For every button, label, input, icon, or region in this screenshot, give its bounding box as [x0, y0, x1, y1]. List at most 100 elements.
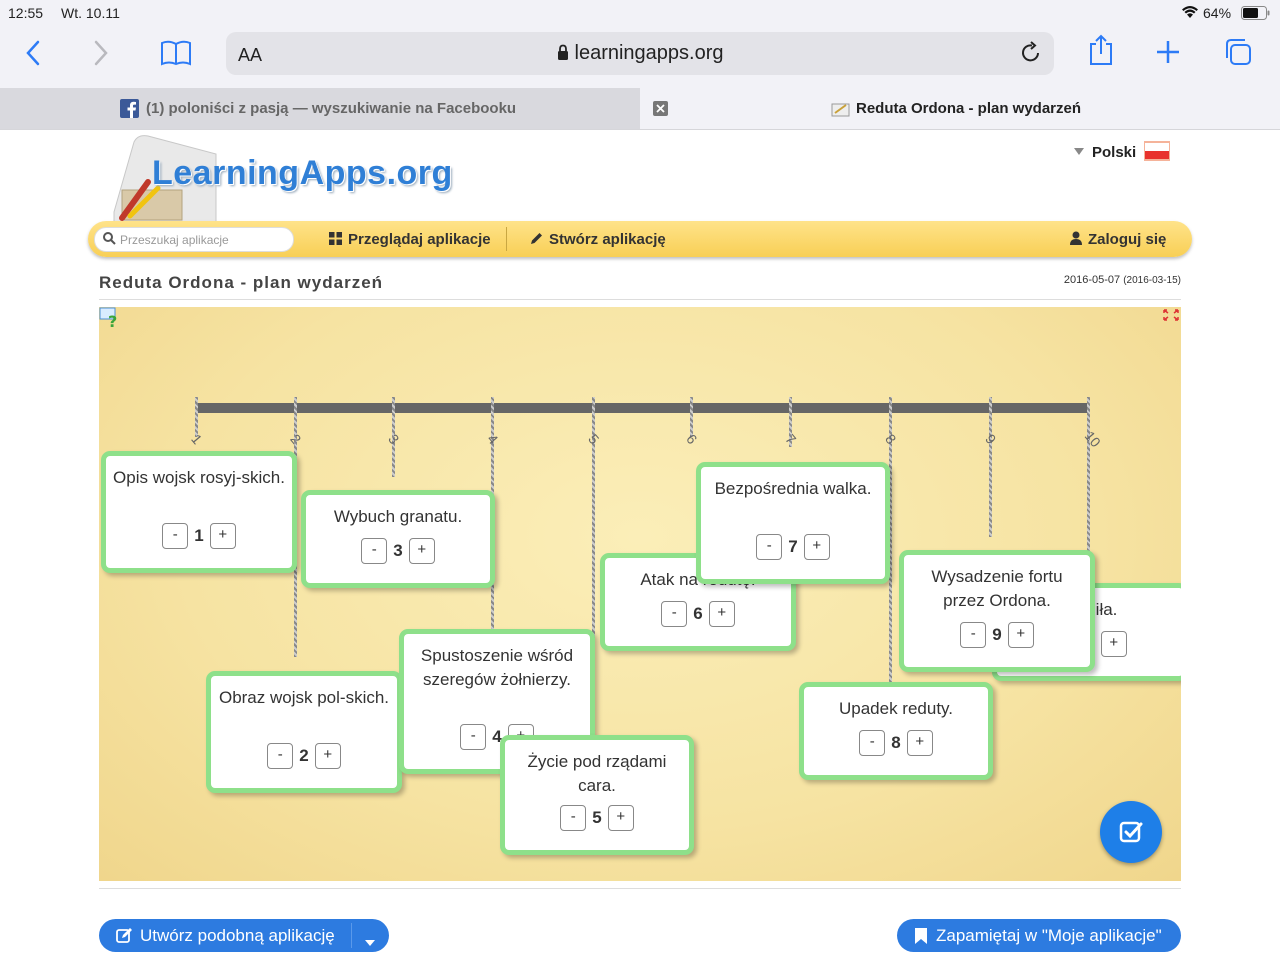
decrement-button[interactable]: - — [960, 622, 987, 648]
event-card-text: Życie pod rządami cara. — [527, 752, 667, 795]
new-tab-icon[interactable] — [1156, 40, 1180, 69]
check-answers-button[interactable] — [1100, 801, 1162, 863]
status-bar: 12:55 Wt. 10.11 64% — [0, 0, 1280, 26]
reload-icon[interactable] — [1020, 40, 1042, 69]
increment-button[interactable]: + — [803, 534, 830, 560]
address-bar[interactable]: AA learningapps.org — [226, 32, 1054, 75]
increment-button[interactable]: + — [708, 601, 735, 627]
increment-button[interactable]: + — [314, 743, 341, 769]
create-similar-label: Utwórz podobną aplikację — [140, 926, 335, 945]
timeline-tick — [690, 397, 693, 437]
dropdown-arrow-icon — [1074, 142, 1084, 159]
check-icon — [1119, 820, 1143, 849]
search-input[interactable]: Przeszukaj aplikacje — [94, 227, 294, 252]
increment-button[interactable]: + — [408, 538, 435, 564]
event-card[interactable]: Obraz wojsk pol-skich.- 2 + — [206, 671, 402, 793]
order-stepper: - 7 + — [701, 534, 885, 560]
order-stepper: - 2 + — [211, 743, 397, 769]
order-value: 3 — [393, 541, 403, 560]
event-card-text: Upadek reduty. — [838, 699, 954, 718]
divider — [99, 888, 1181, 889]
order-stepper: - 9 + — [904, 622, 1090, 648]
page-date: 2016-05-07 (2016-03-15) — [1000, 274, 1181, 286]
user-icon — [1070, 231, 1082, 249]
nav-browse-apps[interactable]: Przeglądaj aplikacje — [329, 231, 491, 249]
decrement-button[interactable]: - — [361, 538, 388, 564]
modified-date: 2016-05-07 — [1063, 274, 1121, 286]
main-navigation: Przeszukaj aplikacje Przeglądaj aplikacj… — [88, 221, 1192, 257]
edit-icon — [116, 927, 133, 949]
forward-icon[interactable] — [92, 40, 110, 71]
timeline-tick — [592, 397, 595, 722]
increment-button[interactable]: + — [1007, 622, 1034, 648]
bookmark-icon — [915, 928, 927, 949]
nav-login[interactable]: Zaloguj się — [1070, 231, 1166, 249]
site-logo[interactable]: LearningApps.org — [152, 154, 453, 192]
timeline-tick-label: 6 — [683, 430, 701, 448]
close-tab-icon[interactable] — [653, 101, 668, 121]
tab-facebook[interactable]: (1) poloniści z pasją — wyszukiwanie na … — [0, 88, 640, 129]
increment-button[interactable]: + — [209, 523, 236, 549]
help-icon[interactable]: ? — [99, 307, 121, 334]
bookmarks-icon[interactable] — [160, 40, 192, 71]
language-selector[interactable]: Polski — [1074, 141, 1171, 165]
event-card[interactable]: Wybuch granatu. - 3 + — [301, 490, 495, 588]
nav-divider — [506, 227, 507, 251]
tab-reduta-ordona[interactable]: Reduta Ordona - plan wydarzeń — [640, 88, 1280, 129]
divider — [99, 299, 1181, 300]
order-value: 7 — [788, 537, 798, 556]
logo-illustration[interactable] — [108, 132, 218, 223]
save-to-my-apps-button[interactable]: Zapamiętaj w "Moje aplikacje" — [897, 919, 1181, 952]
url-display[interactable]: learningapps.org — [226, 42, 1054, 67]
event-card[interactable]: Życie pod rządami cara.- 5 + — [500, 735, 694, 855]
order-value: 1 — [194, 526, 204, 545]
event-card[interactable]: Upadek reduty.- 8 + — [799, 682, 993, 780]
increment-button[interactable]: + — [607, 805, 634, 831]
order-value: 4 — [492, 727, 502, 746]
event-card-text: Spustoszenie wśród szeregów żołnierzy. — [420, 646, 574, 689]
event-card-text: Opis wojsk rosyj-skich. — [113, 468, 285, 487]
increment-button[interactable]: + — [906, 730, 933, 756]
event-card[interactable]: Opis wojsk rosyj-skich. - 1 + — [101, 451, 297, 573]
timeline-tick — [1087, 397, 1090, 607]
event-card-text: Wybuch granatu. — [333, 507, 463, 526]
learningapps-favicon-icon — [831, 101, 851, 122]
battery-icon — [1241, 6, 1271, 23]
decrement-button[interactable]: - — [460, 724, 487, 750]
timeline-tick-label: 10 — [1081, 427, 1104, 451]
timeline-bar — [195, 403, 1087, 413]
decrement-button[interactable]: - — [267, 743, 294, 769]
timeline-tick — [889, 397, 892, 772]
decrement-button[interactable]: - — [661, 601, 688, 627]
page-title: Reduta Ordona - plan wydarzeń — [99, 273, 384, 292]
tabs-overview-icon[interactable] — [1224, 38, 1252, 71]
event-card[interactable]: Bezpośrednia walka.- 7 + — [696, 462, 890, 584]
nav-browse-label: Przeglądaj aplikacje — [348, 231, 491, 248]
decrement-button[interactable]: - — [560, 805, 587, 831]
decrement-button[interactable]: - — [756, 534, 783, 560]
increment-button[interactable]: + — [1100, 631, 1127, 657]
share-icon[interactable] — [1088, 34, 1114, 71]
wifi-icon — [1181, 5, 1199, 22]
nav-create-app[interactable]: Stwórz aplikację — [530, 231, 666, 249]
facebook-icon — [120, 99, 139, 123]
event-card[interactable]: Wysadzenie fortu przez Ordona. - 9 + — [899, 550, 1095, 672]
timeline-tick — [195, 397, 198, 437]
event-card-text: Wysadzenie fortu przez Ordona. — [931, 567, 1063, 610]
nav-login-label: Zaloguj się — [1088, 231, 1167, 248]
fullscreen-icon[interactable] — [1163, 308, 1179, 326]
timeline-tick — [392, 397, 395, 477]
order-stepper: - 6 + — [605, 601, 791, 627]
search-placeholder: Przeszukaj aplikacje — [120, 233, 229, 247]
svg-text:?: ? — [108, 312, 117, 329]
timeline-tick-label: 1 — [188, 430, 206, 448]
pencil-icon — [530, 232, 543, 249]
decrement-button[interactable]: - — [162, 523, 189, 549]
reader-aa-button[interactable]: AA — [238, 45, 263, 65]
create-similar-app-button[interactable]: Utwórz podobną aplikację — [99, 919, 389, 952]
decrement-button[interactable]: - — [859, 730, 886, 756]
caret-down-icon[interactable] — [365, 932, 375, 952]
button-separator — [351, 923, 352, 948]
back-icon[interactable] — [24, 40, 42, 71]
battery-level: 64% — [1203, 5, 1232, 21]
